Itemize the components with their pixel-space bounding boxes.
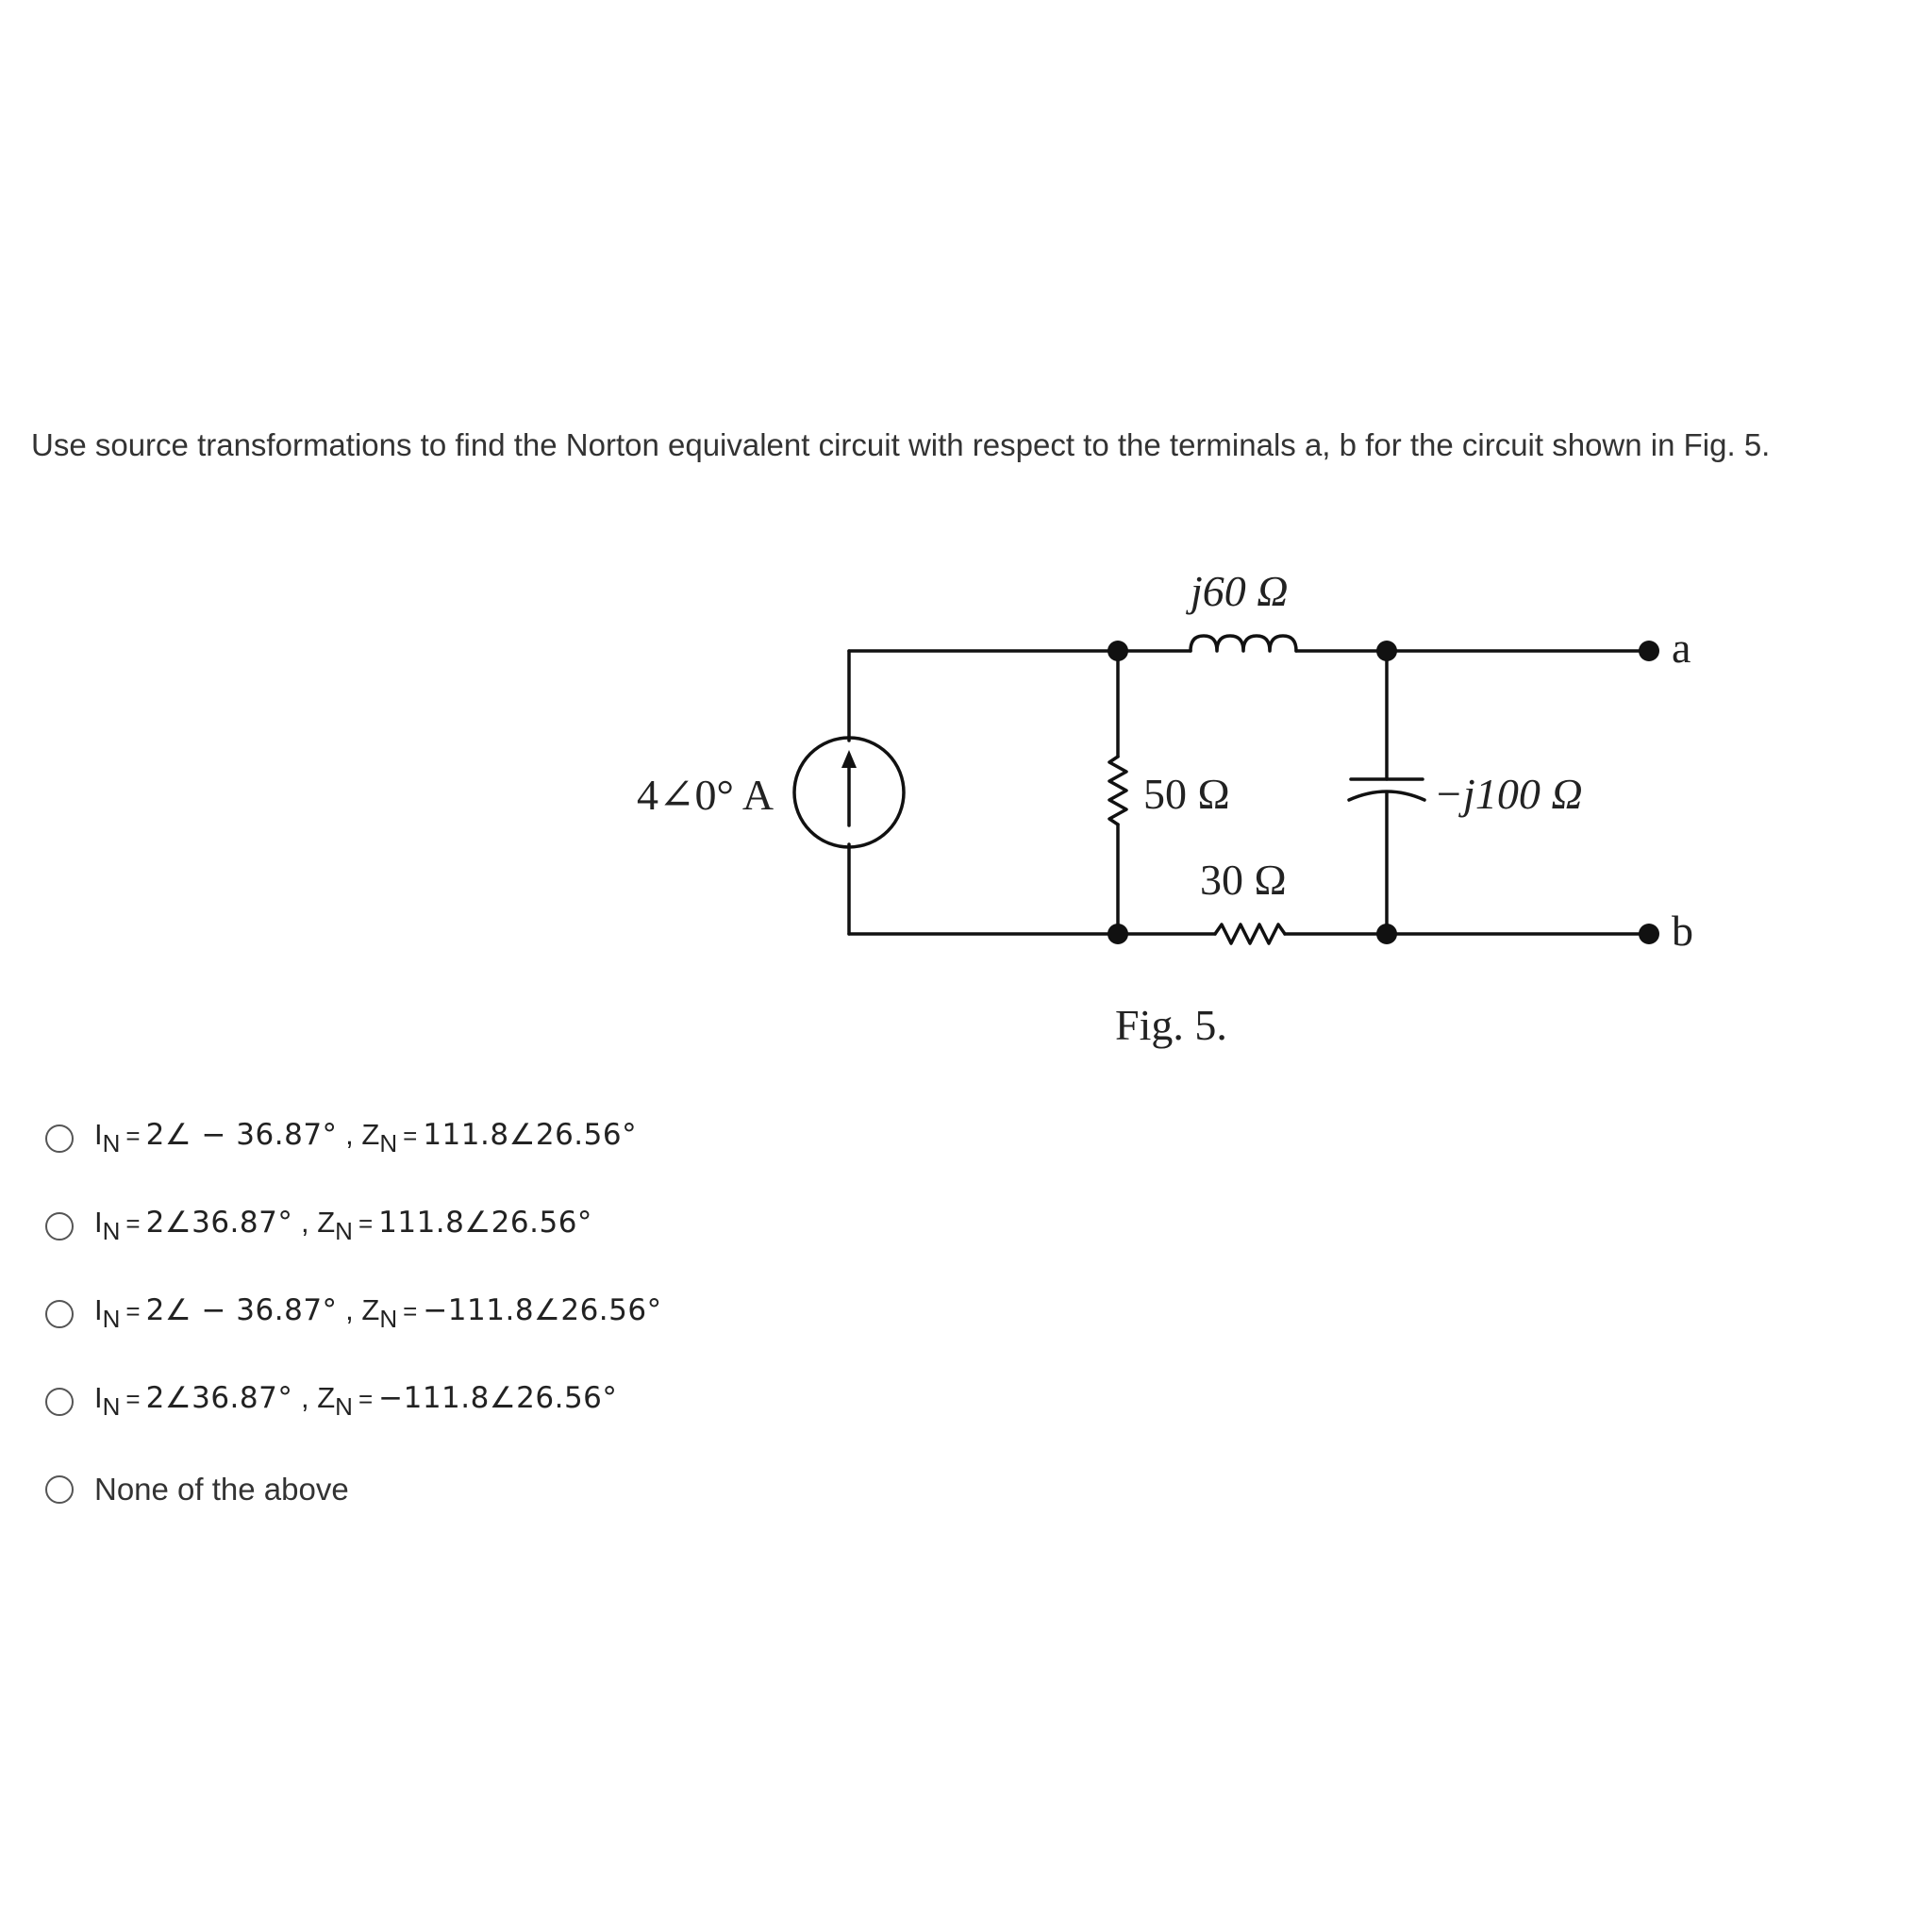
impedance-symbol: Z xyxy=(317,1206,336,1239)
impedance-symbol: Z xyxy=(317,1381,336,1414)
current-symbol: I xyxy=(94,1206,103,1239)
question-text: Use source transformations to find the N… xyxy=(31,427,1771,462)
option-none[interactable]: None of the above xyxy=(45,1445,662,1533)
circuit-diagram: 4∠0° A j60 Ω 50 Ω 30 Ω −j100 Ω a b Fig. … xyxy=(637,567,1693,1049)
option-1[interactable]: IN=2∠ − 36.87° , ZN=111.8∠26.56° xyxy=(45,1094,662,1182)
current-value: 2∠ − 36.87° xyxy=(145,1293,338,1327)
impedance-symbol: Z xyxy=(361,1293,380,1326)
current-symbol: I xyxy=(94,1381,103,1414)
answer-options: IN=2∠ − 36.87° , ZN=111.8∠26.56° IN=2∠36… xyxy=(45,1094,662,1533)
arrowhead-icon xyxy=(841,750,857,768)
node-top-1 xyxy=(1108,641,1128,661)
option-4[interactable]: IN=2∠36.87° , ZN=−111.8∠26.56° xyxy=(45,1357,662,1445)
impedance-subscript: N xyxy=(379,1305,398,1333)
terminal-b-label: b xyxy=(1672,907,1693,955)
node-bottom-2 xyxy=(1376,924,1397,944)
circuit-figure: 4∠0° A j60 Ω 50 Ω 30 Ω −j100 Ω a b Fig. … xyxy=(0,557,1932,1085)
current-symbol: I xyxy=(94,1118,103,1151)
node-bottom-1 xyxy=(1108,924,1128,944)
current-subscript: N xyxy=(102,1305,121,1333)
current-subscript: N xyxy=(102,1392,121,1421)
current-symbol: I xyxy=(94,1293,103,1326)
capacitor-label: −j100 Ω xyxy=(1434,770,1583,818)
inductor-j60 xyxy=(1189,634,1298,653)
terminal-b-dot xyxy=(1639,924,1659,944)
radio-button[interactable] xyxy=(45,1299,74,1328)
radio-button[interactable] xyxy=(45,1211,74,1241)
impedance-subscript: N xyxy=(379,1129,398,1158)
figure-caption: Fig. 5. xyxy=(1115,1001,1227,1049)
radio-button[interactable] xyxy=(45,1474,74,1504)
impedance-value: 111.8∠26.56° xyxy=(423,1118,638,1152)
radio-button[interactable] xyxy=(45,1124,74,1153)
inductor-label: j60 Ω xyxy=(1186,567,1289,615)
option-1-text: IN=2∠ − 36.87° , ZN=111.8∠26.56° xyxy=(94,1118,638,1158)
resistor-30 xyxy=(1213,923,1287,945)
option-2-text: IN=2∠36.87° , ZN=111.8∠26.56° xyxy=(94,1206,592,1245)
current-value: 2∠36.87° xyxy=(145,1206,293,1240)
resistor-30-label: 30 Ω xyxy=(1200,856,1287,904)
node-top-2 xyxy=(1376,641,1397,661)
impedance-symbol: Z xyxy=(361,1118,380,1151)
impedance-subscript: N xyxy=(335,1392,353,1421)
option-4-text: IN=2∠36.87° , ZN=−111.8∠26.56° xyxy=(94,1381,618,1421)
current-subscript: N xyxy=(102,1217,121,1245)
impedance-value: −111.8∠26.56° xyxy=(378,1381,618,1415)
radio-button[interactable] xyxy=(45,1387,74,1416)
terminal-a-dot xyxy=(1639,641,1659,661)
option-3[interactable]: IN=2∠ − 36.87° , ZN=−111.8∠26.56° xyxy=(45,1270,662,1357)
resistor-50 xyxy=(1108,755,1128,826)
option-2[interactable]: IN=2∠36.87° , ZN=111.8∠26.56° xyxy=(45,1182,662,1270)
current-value: 2∠ − 36.87° xyxy=(145,1118,338,1152)
option-none-label: None of the above xyxy=(94,1471,349,1507)
terminal-a-label: a xyxy=(1672,624,1690,672)
source-label: 4∠0° A xyxy=(637,771,774,819)
current-subscript: N xyxy=(102,1129,121,1158)
current-value: 2∠36.87° xyxy=(145,1381,293,1415)
option-3-text: IN=2∠ − 36.87° , ZN=−111.8∠26.56° xyxy=(94,1293,662,1333)
current-source-circle xyxy=(792,736,906,849)
impedance-value: 111.8∠26.56° xyxy=(378,1206,592,1240)
impedance-value: −111.8∠26.56° xyxy=(423,1293,662,1327)
impedance-subscript: N xyxy=(335,1217,353,1245)
resistor-50-label: 50 Ω xyxy=(1143,770,1230,818)
